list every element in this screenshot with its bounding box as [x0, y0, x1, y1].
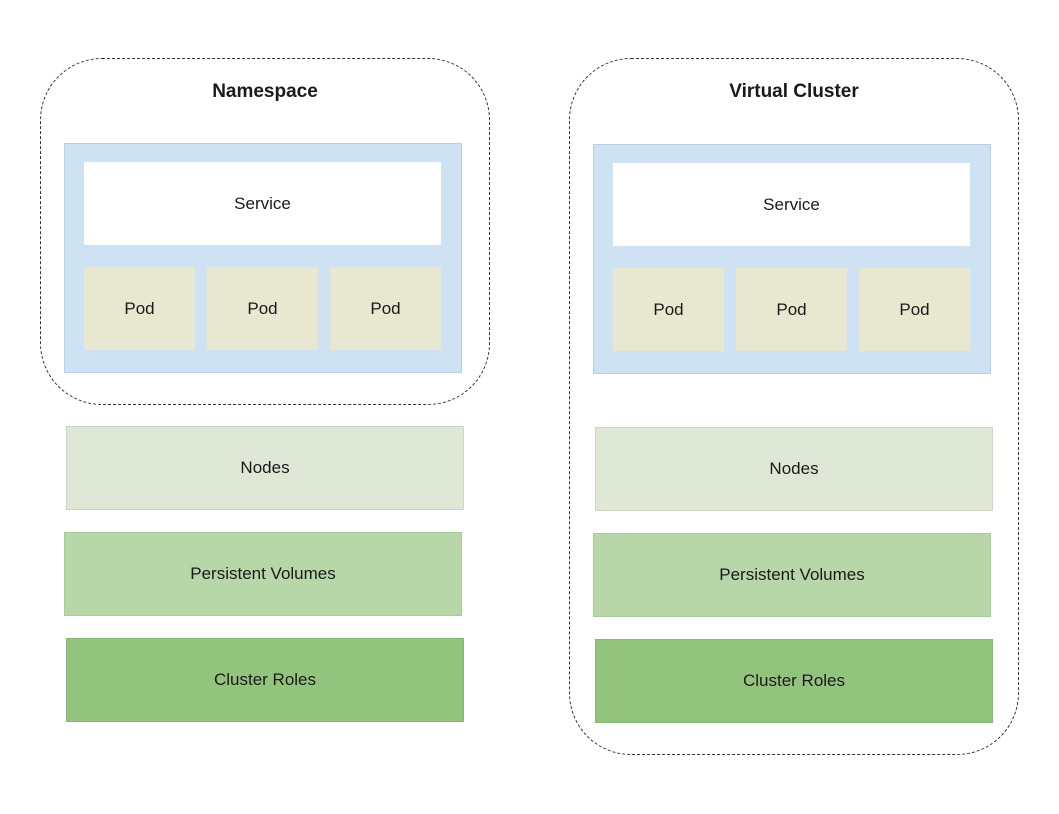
namespace-pod-1: Pod	[84, 267, 195, 350]
namespace-cluster-roles: Cluster Roles	[66, 638, 464, 722]
namespace-boundary	[40, 58, 490, 405]
namespace-persistent-volumes: Persistent Volumes	[64, 532, 462, 616]
virtual-cluster-pod-1: Pod	[613, 268, 724, 351]
namespace-title: Namespace	[212, 81, 318, 102]
virtual-cluster-service: Service	[613, 163, 970, 246]
namespace-nodes: Nodes	[66, 426, 464, 510]
virtual-cluster-pod-2: Pod	[736, 268, 847, 351]
virtual-cluster-cluster-roles: Cluster Roles	[595, 639, 993, 723]
namespace-pod-3: Pod	[330, 267, 441, 350]
namespace-service: Service	[84, 162, 441, 245]
virtual-cluster-boundary	[569, 58, 1019, 755]
namespace-pod-2: Pod	[207, 267, 318, 350]
virtual-cluster-pod-3: Pod	[859, 268, 970, 351]
virtual-cluster-persistent-volumes: Persistent Volumes	[593, 533, 991, 617]
virtual-cluster-nodes: Nodes	[595, 427, 993, 511]
virtual-cluster-title: Virtual Cluster	[729, 81, 859, 102]
